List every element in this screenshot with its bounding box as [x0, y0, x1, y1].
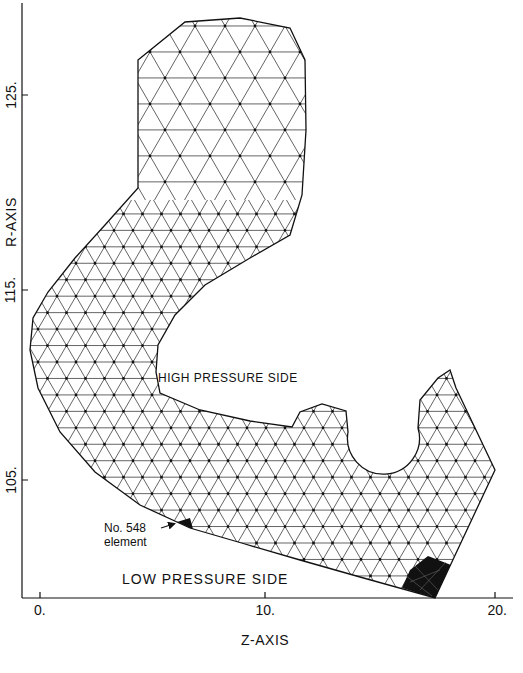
tick-label: 115. [2, 277, 18, 303]
axis-title: Z-AXIS [241, 632, 289, 648]
r-axis-line [21, 3, 22, 598]
fine-mesh [0, 200, 523, 660]
mesh-lines [0, 200, 523, 658]
axis-ticks [22, 95, 495, 598]
mesh-nodes [0, 0, 523, 200]
tick-label: 20. [488, 602, 507, 618]
element-548 [177, 518, 193, 529]
element-callout: No. 548 element [104, 522, 158, 550]
mesh-lines [0, 0, 523, 200]
tick-label: 10. [256, 602, 275, 618]
z-axis-line [22, 597, 513, 598]
seal-outline [30, 18, 495, 598]
leader-arrow [161, 524, 175, 529]
mesh-nodes [0, 200, 523, 660]
refined-mesh-region [402, 556, 451, 598]
axis-title: R-AXIS [3, 197, 19, 247]
tick-label: 105. [2, 466, 18, 493]
region-label: LOW PRESSURE SIDE [122, 571, 288, 587]
region-label: HIGH PRESSURE SIDE [158, 372, 298, 386]
coarse-mesh [0, 0, 523, 200]
tick-label: 0. [34, 602, 46, 618]
tick-label: 125. [2, 81, 18, 108]
